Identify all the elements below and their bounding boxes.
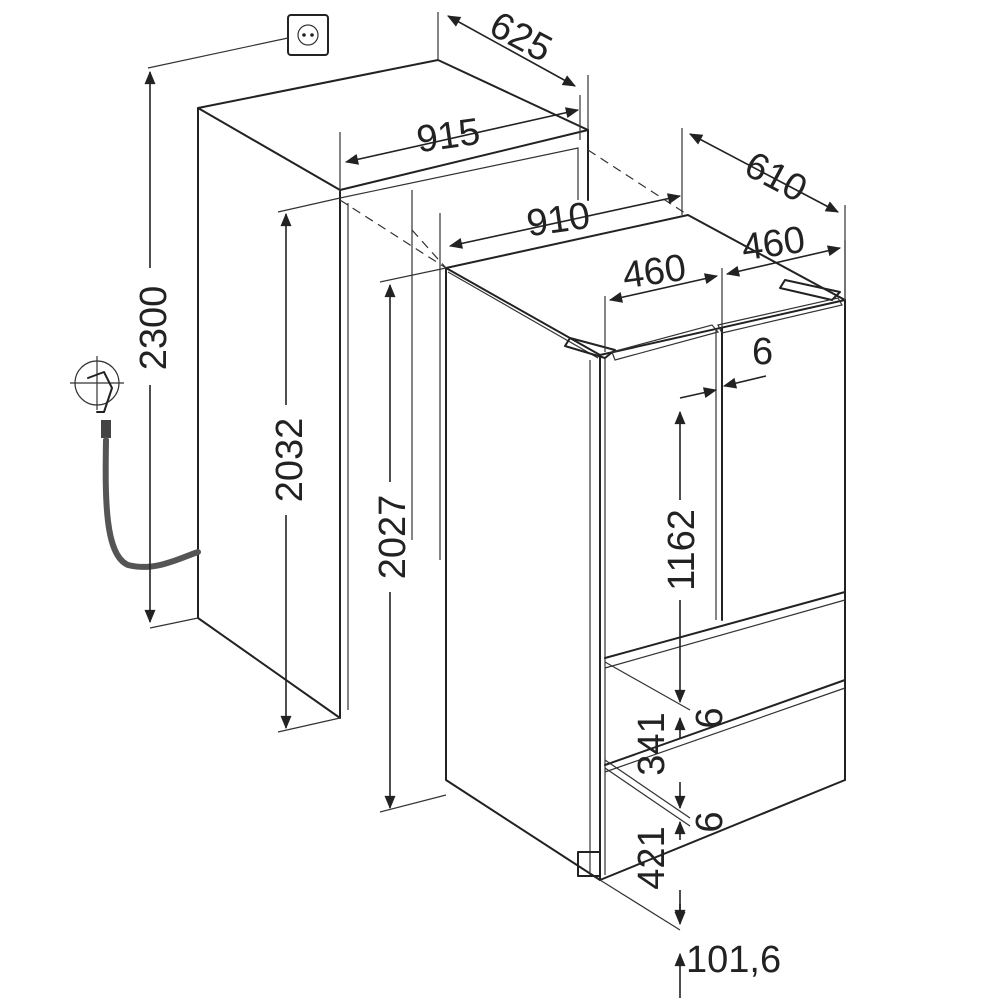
dimension-appliance-width [448,193,682,249]
label-appliance-height: 2027 [372,495,414,580]
label-plinth-height: 101,6 [686,939,781,981]
dimension-door-gap [679,375,767,399]
label-gap-lower: 6 [689,811,731,832]
label-niche-depth: 625 [483,4,559,71]
dimension-niche-depth [437,12,589,130]
label-total-height: 2300 [133,286,175,371]
label-door-width-right: 460 [739,219,808,269]
label-niche-width: 915 [414,111,483,161]
dimension-appliance-height [379,267,447,813]
dimension-niche-width [339,95,581,192]
socket-height-reference [147,37,289,69]
socket-icon [287,14,329,56]
label-lower-drawer-height: 421 [631,826,673,889]
water-hose [102,437,201,570]
label-upper-door-height: 1162 [661,509,703,591]
door-handles [564,279,843,361]
water-tap-icon [70,356,124,438]
appliance-body [445,214,846,881]
label-door-gap: 6 [752,331,773,373]
dimension-niche-height [277,197,341,733]
niche-housing [149,59,589,719]
label-door-width-left: 460 [620,247,689,297]
label-gap-upper: 6 [689,707,731,728]
installation-guides [339,149,689,269]
label-appliance-width: 910 [524,195,593,245]
front-extension-lines [604,661,691,827]
label-appliance-depth: 610 [738,144,814,211]
dimension-door-widths [604,240,846,352]
appliance-doors [604,327,846,773]
label-middle-drawer-height: 341 [631,712,673,775]
label-niche-height: 2032 [269,418,311,503]
plinth-bracket [577,851,681,931]
